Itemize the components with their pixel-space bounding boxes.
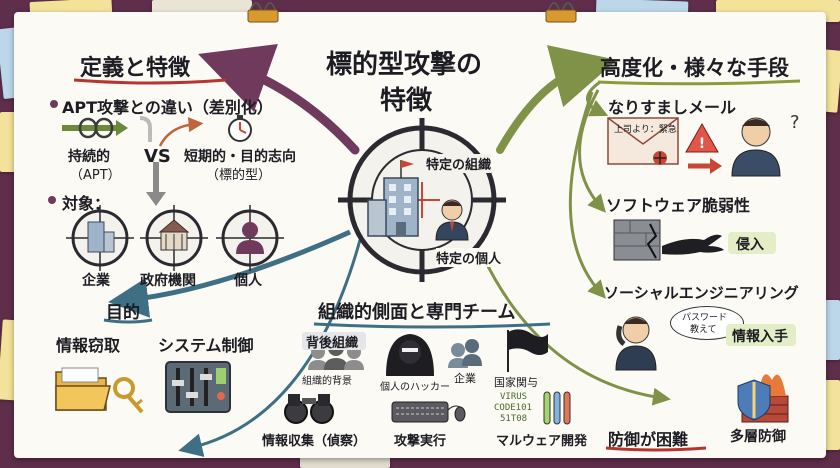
virus-code-2: CODE101	[494, 403, 532, 413]
persistent-sub: （APT）	[70, 168, 121, 183]
cracked-wall-icon	[613, 219, 661, 261]
branch-software	[578, 89, 606, 213]
short-term-label: 短期的・目的志向	[184, 149, 296, 165]
main-title-line2: 特徴	[380, 86, 433, 116]
targets-label: 対象：	[62, 194, 111, 213]
recon-label: 情報収集（偵察）	[262, 434, 367, 449]
arrow-to-purpose	[108, 229, 352, 318]
backing-org-sub: 組織的背景	[302, 376, 352, 387]
main-title-line1: 標的型攻撃の	[326, 50, 483, 80]
shield-icon	[737, 379, 771, 421]
arrow-to-short-term	[158, 117, 204, 147]
infinity-icon	[78, 117, 114, 139]
social-title: ソーシャルエンジニアリング	[604, 284, 799, 302]
backing-org-badge	[302, 332, 366, 350]
backing-org-label: 背後組織	[306, 336, 359, 351]
state-label: 国家関与	[494, 376, 538, 389]
arrow-to-organization	[178, 239, 362, 457]
question-bracket-icon	[139, 116, 152, 142]
info-acquired-badge	[726, 324, 796, 346]
underline-purpose	[103, 318, 153, 324]
bullet-dot	[48, 196, 56, 204]
purpose-system-control: システム制御	[158, 336, 254, 355]
binder-clip	[545, 2, 577, 23]
stopwatch-icon	[228, 115, 252, 142]
virus-code-3: 51T08	[500, 414, 528, 424]
svg-text:?: ?	[790, 112, 800, 133]
worried-person-icon: ?	[731, 112, 800, 177]
purpose-heading: 目的	[106, 303, 140, 323]
center-person-label: 特定の個人	[436, 248, 502, 267]
arrow-to-defense	[478, 249, 671, 406]
binder-clip	[247, 2, 279, 23]
short-term-sub: （標的型）	[206, 168, 272, 183]
svg-text:!: !	[699, 136, 705, 152]
intrusion-badge-text: 侵入	[736, 237, 764, 253]
underline-difficulty	[605, 446, 707, 452]
binoculars-icon	[284, 394, 334, 424]
virus-code-1: VIRUS	[500, 392, 528, 402]
hacker-label: 個人のハッカー	[380, 382, 450, 393]
company-label: 企業	[454, 372, 476, 385]
underline-organization	[313, 322, 551, 329]
branch-social	[568, 91, 606, 299]
organization-heading: 組織的側面と専門チーム	[318, 302, 516, 323]
arrow-to-definition	[198, 44, 360, 155]
hacker-icon	[386, 334, 434, 376]
bullet-dot	[50, 100, 58, 108]
target-corporate-label: 企業	[82, 273, 110, 289]
keyboard-icon	[391, 401, 466, 423]
branch-phishing	[586, 80, 609, 117]
center-org-label: 特定の組織	[426, 154, 492, 173]
apt-difference-text: APT攻撃との違い（差別化）	[62, 98, 273, 117]
arrow-to-advanced	[496, 45, 617, 154]
person-icon	[435, 199, 469, 241]
malware-label: マルウェア開発	[496, 434, 588, 449]
control-panel-icon	[165, 361, 231, 413]
intrusion-badge	[728, 232, 776, 254]
persistent-label: 持続的	[68, 149, 110, 165]
corporate-target-icon	[66, 205, 134, 271]
phishing-envelope-text: 上司より：緊急	[614, 125, 677, 135]
company-people-icon	[448, 339, 482, 368]
phone-caller-icon	[615, 316, 657, 371]
test-tubes-icon	[543, 391, 571, 425]
vs-label: VS	[144, 146, 171, 167]
arrow-down-head	[146, 192, 166, 206]
arrow-green-head	[116, 120, 128, 136]
defense-difficulty-label: 防御が困難	[608, 430, 689, 449]
email-warning-icon: !	[607, 117, 722, 174]
underline-definition	[73, 78, 227, 85]
software-title: ソフトウェア脆弱性	[606, 196, 751, 215]
phishing-title: なりすましメール	[608, 98, 737, 117]
flag-icon	[507, 329, 548, 372]
purpose-info-theft: 情報窃取	[56, 336, 121, 355]
bubble-line1: パスワード	[682, 313, 728, 323]
government-target-icon	[140, 205, 208, 271]
layered-defense-label: 多層防御	[730, 429, 786, 445]
folder-icon	[55, 367, 111, 411]
info-acquired-badge-text: 情報入手	[732, 329, 788, 345]
bubble-line2: 教えて	[690, 325, 717, 335]
individual-target-icon	[216, 205, 284, 271]
attack-label: 攻撃実行	[394, 434, 447, 449]
shadow-hand-icon	[662, 234, 724, 255]
underline-advanced	[597, 79, 801, 86]
target-government-label: 政府機関	[140, 273, 196, 289]
definition-heading: 定義と特徴	[80, 56, 191, 81]
building-icon	[367, 160, 419, 237]
advanced-heading: 高度化・様々な手段	[600, 56, 789, 80]
target-individual-label: 個人	[234, 273, 262, 289]
key-icon	[113, 377, 144, 414]
